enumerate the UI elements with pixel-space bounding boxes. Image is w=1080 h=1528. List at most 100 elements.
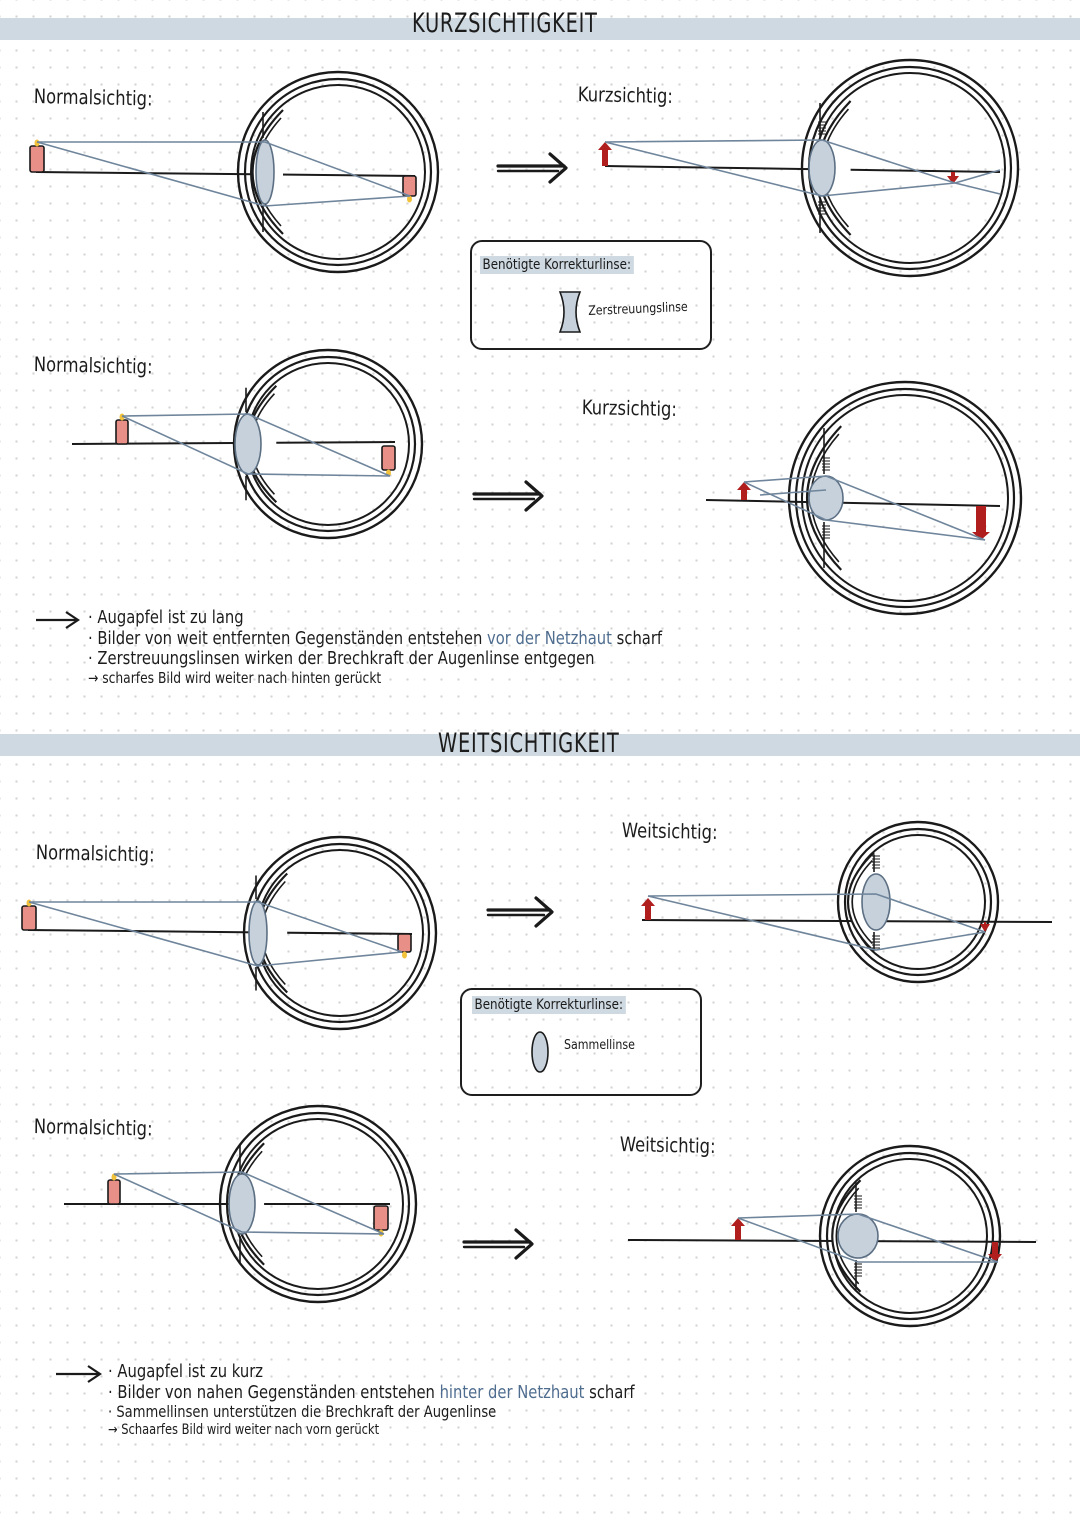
eye-middle-ring bbox=[243, 77, 433, 267]
eye-myopic-1 bbox=[800, 58, 1020, 278]
light-ray bbox=[743, 475, 986, 541]
eye-middle-ring bbox=[225, 1111, 411, 1297]
convex-lens-icon bbox=[531, 1031, 549, 1073]
note-myopia-line3: · Zerstreuungslinsen wirken der Brechkra… bbox=[88, 648, 595, 670]
image-arrow-myopic-1 bbox=[947, 172, 959, 184]
light-ray bbox=[737, 1213, 999, 1263]
candle-body bbox=[115, 419, 129, 445]
eye-myopic-2 bbox=[787, 380, 1023, 616]
correction-box-myopia bbox=[470, 240, 712, 350]
note-myopia-line4: → scharfes Bild wird weiter nach hinten … bbox=[88, 669, 382, 688]
arrow-head bbox=[524, 480, 544, 512]
eye-hyperopic-2 bbox=[818, 1144, 1002, 1328]
object-arrow bbox=[641, 898, 655, 920]
diverging-lens-shape bbox=[558, 291, 582, 333]
right-arrow-icon bbox=[496, 152, 568, 184]
arrow-head bbox=[514, 1228, 534, 1260]
note-hyperopia-line1: · Augapfel ist zu kurz bbox=[108, 1361, 264, 1382]
light-ray bbox=[604, 139, 956, 184]
light-ray bbox=[647, 893, 986, 933]
object-arrow-myopic-1 bbox=[598, 142, 612, 166]
eye-lens bbox=[861, 873, 891, 931]
optical-axis bbox=[35, 171, 416, 177]
eye-outer-ring bbox=[787, 380, 1023, 616]
section-band-hyperopia bbox=[0, 734, 1080, 756]
light-ray bbox=[759, 489, 827, 496]
correction-box-title-hyperopia: Benötigte Korrekturlinse: bbox=[472, 996, 626, 1014]
image-arrow-myopic-2 bbox=[972, 506, 990, 540]
rays-hyperopic-1 bbox=[647, 893, 986, 951]
eye-lens bbox=[248, 900, 268, 966]
light-ray bbox=[113, 1173, 385, 1235]
note-hyperopia-line2-a: · Bilder von nahen Gegenständen entstehe… bbox=[108, 1381, 440, 1403]
optical-axis bbox=[27, 929, 413, 935]
ciliary-hyperopic-2 bbox=[854, 1195, 862, 1277]
candle-object-myopia-1 bbox=[29, 139, 45, 173]
eye-outer-ring bbox=[236, 70, 440, 274]
eye-lens bbox=[228, 1173, 256, 1235]
right-arrow-icon bbox=[472, 480, 544, 512]
eye-outer-ring bbox=[232, 348, 424, 540]
light-ray bbox=[113, 1171, 385, 1235]
eye-normal-myopia-2 bbox=[232, 348, 424, 540]
light-ray bbox=[29, 901, 403, 953]
eye-outer-ring bbox=[242, 835, 438, 1031]
rays-hyperopic-2 bbox=[737, 1213, 999, 1263]
rays-normal-myopia-2 bbox=[121, 413, 391, 477]
object-arrow-hyperopic-1 bbox=[641, 898, 655, 920]
notes-hyperopia: · Augapfel ist zu kurz · Bilder von nahe… bbox=[108, 1361, 635, 1438]
ciliary-hyperopic-1 bbox=[872, 855, 880, 949]
note-hyperopia-line4: → Schaarfes Bild wird weiter nach vorn g… bbox=[108, 1421, 380, 1438]
light-ray bbox=[954, 169, 1001, 184]
note-myopia-line2: · Bilder von weit entfernten Gegenstände… bbox=[88, 627, 662, 650]
optical-axis bbox=[705, 499, 1001, 507]
concave-lens-icon bbox=[558, 291, 582, 333]
cornea-inner bbox=[835, 1187, 860, 1285]
note-arrow-hyperopia bbox=[56, 1365, 102, 1383]
note-hyperopia-line2: · Bilder von nahen Gegenständen entstehe… bbox=[108, 1381, 635, 1404]
candle-image-body bbox=[402, 175, 417, 197]
candle-object-hyperopia-2 bbox=[107, 1173, 121, 1205]
note-arrow-head bbox=[65, 611, 80, 629]
light-ray bbox=[121, 415, 391, 477]
eye-middle-ring bbox=[843, 827, 993, 977]
section-title-hyperopia: WEITSICHTIGKEIT bbox=[438, 728, 620, 759]
light-ray bbox=[954, 182, 1001, 195]
correction-box-hyperopia bbox=[460, 988, 702, 1096]
eye-lens bbox=[837, 1213, 879, 1259]
eye-hyperopic-1 bbox=[836, 820, 1000, 984]
cornea bbox=[846, 851, 875, 953]
note-arrow-head bbox=[87, 1365, 102, 1383]
image-arrow bbox=[972, 506, 990, 540]
note-myopia-line2-a: · Bilder von weit entfernten Gegenstände… bbox=[88, 627, 488, 649]
light-ray bbox=[37, 141, 411, 197]
converging-lens-shape bbox=[531, 1031, 549, 1073]
image-arrow bbox=[980, 922, 990, 932]
image-arrow-hyperopic-2 bbox=[988, 1242, 1002, 1262]
candle-image-flame bbox=[402, 951, 407, 959]
lens-label-converging: Sammellinse bbox=[564, 1038, 635, 1053]
notes-myopia: · Augapfel ist zu lang · Bilder von weit… bbox=[88, 607, 662, 688]
arrow-head bbox=[534, 896, 554, 928]
ciliary-myopic-2 bbox=[822, 457, 830, 539]
image-arrow bbox=[988, 1242, 1002, 1262]
eye-lens bbox=[234, 413, 262, 475]
light-ray bbox=[647, 895, 986, 951]
eye-lens bbox=[255, 139, 275, 205]
candle-image-hyperopia-1 bbox=[397, 933, 412, 959]
candle-image-flame bbox=[407, 195, 412, 203]
eye-outer-ring bbox=[818, 1144, 1002, 1328]
object-arrow-hyperopic-2 bbox=[731, 1218, 745, 1240]
right-arrow-icon bbox=[462, 1228, 534, 1260]
eye-outer-ring bbox=[836, 820, 1000, 984]
eye-outer-ring bbox=[218, 1104, 418, 1304]
candle-image-body bbox=[373, 1205, 389, 1231]
section-band-myopia bbox=[0, 18, 1080, 40]
eye-middle-ring bbox=[825, 1151, 995, 1321]
candle-body bbox=[21, 905, 37, 931]
eye-normal-hyperopia-2 bbox=[218, 1104, 418, 1304]
image-arrow-hyperopic-1 bbox=[980, 922, 990, 932]
note-myopia-line1: · Augapfel ist zu lang bbox=[88, 607, 244, 628]
eye-outer-ring bbox=[800, 58, 1020, 278]
